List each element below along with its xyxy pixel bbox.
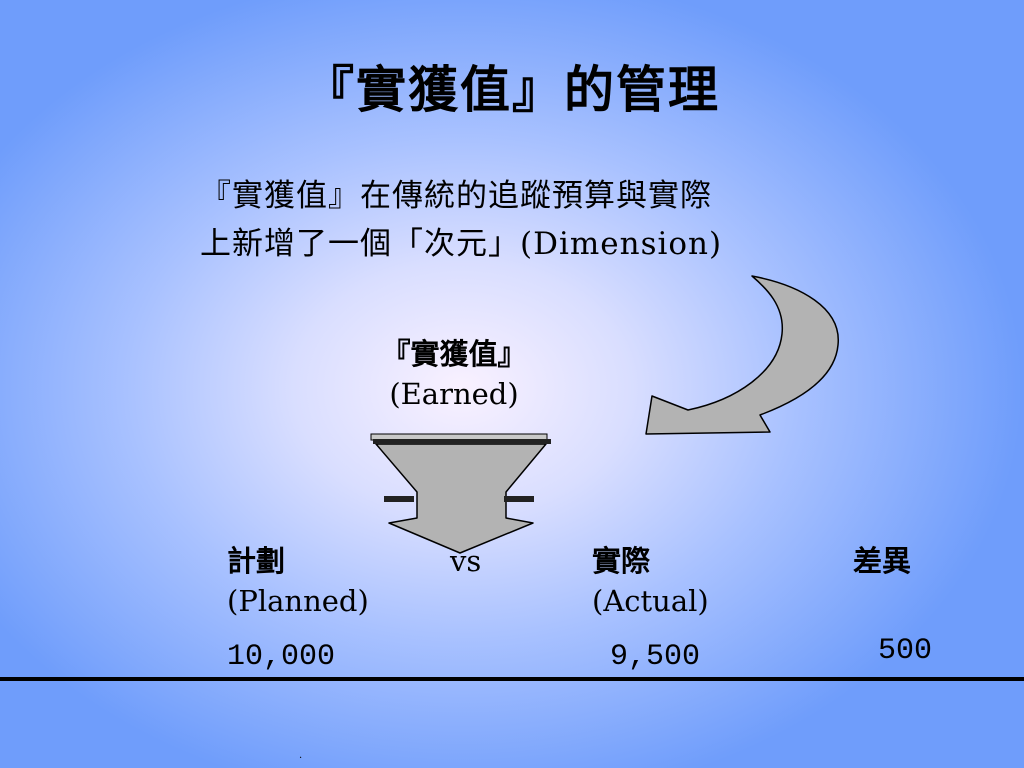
actual-value: 9,500 — [610, 640, 701, 674]
earned-label-zh: 『實獲值』 — [381, 337, 527, 371]
actual-label-en: (Actual) — [592, 584, 709, 618]
subtitle-line-2: 上新增了一個「次元」(Dimension) — [200, 226, 723, 262]
planned-label-en: (Planned) — [227, 584, 369, 618]
footer-mark: . — [299, 750, 303, 761]
variance-value: 500 — [878, 634, 933, 668]
subtitle: 『實獲值』在傳統的追蹤預算與實際 上新增了一個「次元」(Dimension) — [200, 172, 880, 268]
baseline-divider — [0, 677, 1024, 681]
slide-title: 『實獲值』的管理 — [304, 60, 720, 119]
funnel-arrow-icon — [370, 433, 551, 554]
planned-value: 10,000 — [227, 640, 336, 674]
variance-label: 差異 — [853, 544, 912, 578]
vs-label: vs — [450, 544, 482, 578]
subtitle-line-1: 『實獲值』在傳統的追蹤預算與實際 — [200, 178, 712, 214]
earned-label: 『實獲值』 (Earned) — [340, 334, 568, 414]
actual-label: 實際 (Actual) — [592, 541, 709, 621]
actual-label-zh: 實際 — [592, 544, 651, 578]
planned-label: 計劃 (Planned) — [227, 541, 369, 621]
curved-arrow-icon — [645, 275, 839, 435]
earned-label-en: (Earned) — [389, 377, 519, 411]
planned-label-zh: 計劃 — [227, 544, 286, 578]
